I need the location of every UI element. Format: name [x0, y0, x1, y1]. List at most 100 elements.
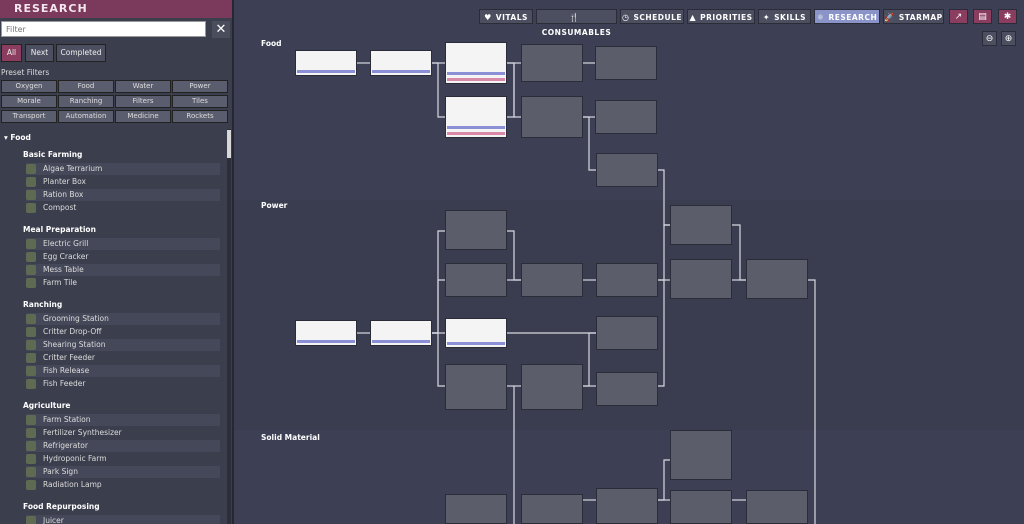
preset-ranching[interactable]: Ranching: [58, 95, 114, 108]
filter-input[interactable]: [1, 21, 206, 37]
tab-next[interactable]: Next: [25, 44, 54, 62]
starmap-button[interactable]: 🚀STARMAP: [883, 9, 944, 24]
tab-completed[interactable]: Completed: [56, 44, 106, 62]
research-node-advanced-ranching[interactable]: [596, 153, 658, 187]
juicer-icon: [26, 516, 36, 524]
research-node-internal-combustion[interactable]: [370, 320, 432, 346]
preset-medicine[interactable]: Medicine: [115, 110, 171, 123]
item-label: Juicer: [43, 516, 64, 524]
list-item[interactable]: Juicer: [26, 515, 220, 524]
skills-button[interactable]: ✦SKILLS: [758, 9, 811, 24]
skills-label: SKILLS: [774, 13, 807, 22]
research-node-gastronomy[interactable]: [595, 46, 657, 80]
node-progress-bar: [447, 126, 505, 129]
list-item[interactable]: Shearing Station: [26, 339, 220, 351]
list-item[interactable]: Farm Station: [26, 414, 220, 426]
preset-oxygen[interactable]: Oxygen: [1, 80, 57, 93]
research-node-advanced-research[interactable]: [445, 210, 507, 250]
research-node-solid-management[interactable]: [670, 490, 732, 524]
list-item[interactable]: Park Sign: [26, 466, 220, 478]
research-node-power-regulation[interactable]: [295, 320, 357, 346]
list-item[interactable]: Fertilizer Synthesizer: [26, 427, 220, 439]
list-item[interactable]: Hydroponic Farm: [26, 453, 220, 465]
research-node-renewable-energy[interactable]: [596, 372, 658, 406]
category-label-solid-material: Solid Material: [261, 433, 320, 442]
list-item[interactable]: Radiation Lamp: [26, 479, 220, 491]
list-item[interactable]: Critter Drop-Off: [26, 326, 220, 338]
list-item[interactable]: Compost: [26, 202, 220, 214]
list-item[interactable]: Egg Cracker: [26, 251, 220, 263]
research-node-solid-transport[interactable]: [670, 430, 732, 480]
preset-morale[interactable]: Morale: [1, 95, 57, 108]
research-node-conveyor[interactable]: [521, 494, 583, 524]
vitals-button[interactable]: ♥VITALS: [479, 9, 533, 24]
list-item[interactable]: Algae Terrarium: [26, 163, 220, 175]
research-node-clean-energy[interactable]: [596, 316, 658, 350]
zoom-out-button[interactable]: ⊖: [982, 31, 997, 46]
settings-button[interactable]: ✱: [998, 9, 1017, 24]
preset-tiles[interactable]: Tiles: [172, 95, 228, 108]
list-item[interactable]: Planter Box: [26, 176, 220, 188]
research-node-food-repurposing[interactable]: [521, 44, 583, 82]
list-item[interactable]: Ration Box: [26, 189, 220, 201]
preset-rockets[interactable]: Rockets: [172, 110, 228, 123]
zoom-in-button[interactable]: ⊕: [1001, 31, 1016, 46]
list-item[interactable]: Fish Release: [26, 365, 220, 377]
research-node-smart-home[interactable]: [521, 263, 583, 297]
preset-transport[interactable]: Transport: [1, 110, 57, 123]
consumables-button[interactable]: 🍴CONSUMABLES: [536, 9, 617, 37]
research-node-brackish-husbandry[interactable]: [595, 100, 657, 134]
fish-feeder-icon: [26, 379, 36, 389]
item-label: Ration Box: [43, 190, 84, 199]
research-node-sound-amplifiers[interactable]: [445, 318, 507, 348]
research-node-basic-farming[interactable]: [295, 50, 357, 76]
codex-button[interactable]: ▤: [973, 9, 992, 24]
schedule-button[interactable]: ◷SCHEDULE: [620, 9, 684, 24]
list-item[interactable]: Mess Table: [26, 264, 220, 276]
research-sidebar: RESEARCH ✕ All Next Completed Preset Fil…: [0, 0, 234, 524]
category-food[interactable]: ▾ Food: [4, 133, 31, 142]
research-node-high-velocity[interactable]: [746, 490, 808, 524]
group-ranching: Ranching: [23, 300, 63, 309]
shearing-station-icon: [26, 340, 36, 350]
sidebar-title: RESEARCH: [0, 0, 232, 18]
mess-table-icon: [26, 265, 36, 275]
research-node-ranching[interactable]: [445, 96, 507, 138]
research-node-meal-preparation[interactable]: [370, 50, 432, 76]
preset-filters[interactable]: Filters: [115, 95, 171, 108]
preset-food[interactable]: Food: [58, 80, 114, 93]
research-node-solid-control[interactable]: [596, 488, 658, 524]
clear-filter-button[interactable]: ✕: [212, 21, 230, 38]
research-node-advanced-power-regulation[interactable]: [445, 364, 507, 410]
list-item[interactable]: Electric Grill: [26, 238, 220, 250]
research-node-solid-materials[interactable]: [596, 263, 658, 297]
research-tree-list: ▾ Food Basic Farming Algae Terrarium Pla…: [0, 129, 226, 524]
research-node-smelting[interactable]: [445, 494, 507, 524]
research-node-animal-control[interactable]: [521, 96, 583, 138]
research-node-agriculture[interactable]: [445, 42, 507, 84]
report-button[interactable]: ↗: [949, 9, 968, 24]
research-node-hydrocarbon-propulsion[interactable]: [746, 259, 808, 299]
sidebar-scrollbar[interactable]: [227, 129, 231, 524]
tab-all[interactable]: All: [1, 44, 22, 62]
list-item[interactable]: Farm Tile: [26, 277, 220, 289]
research-node-valve-miniaturization[interactable]: [670, 259, 732, 299]
list-item[interactable]: Critter Feeder: [26, 352, 220, 364]
preset-power[interactable]: Power: [172, 80, 228, 93]
research-node-low-resistance-conductors[interactable]: [521, 364, 583, 410]
list-item[interactable]: Refrigerator: [26, 440, 220, 452]
filter-row: ✕: [0, 20, 232, 39]
priorities-button[interactable]: ▲PRIORITIES: [687, 9, 755, 24]
list-item[interactable]: Fish Feeder: [26, 378, 220, 390]
sidebar-scroll-thumb[interactable]: [227, 130, 231, 158]
item-label: Planter Box: [43, 177, 86, 186]
preset-automation[interactable]: Automation: [58, 110, 114, 123]
preset-water[interactable]: Water: [115, 80, 171, 93]
research-button[interactable]: ⚛RESEARCH: [814, 9, 880, 24]
research-node-fuel-cells[interactable]: [445, 263, 507, 297]
list-item[interactable]: Grooming Station: [26, 313, 220, 325]
research-node-radiation-refinement[interactable]: [670, 205, 732, 245]
item-label: Hydroponic Farm: [43, 454, 107, 463]
item-label: Critter Feeder: [43, 353, 95, 362]
